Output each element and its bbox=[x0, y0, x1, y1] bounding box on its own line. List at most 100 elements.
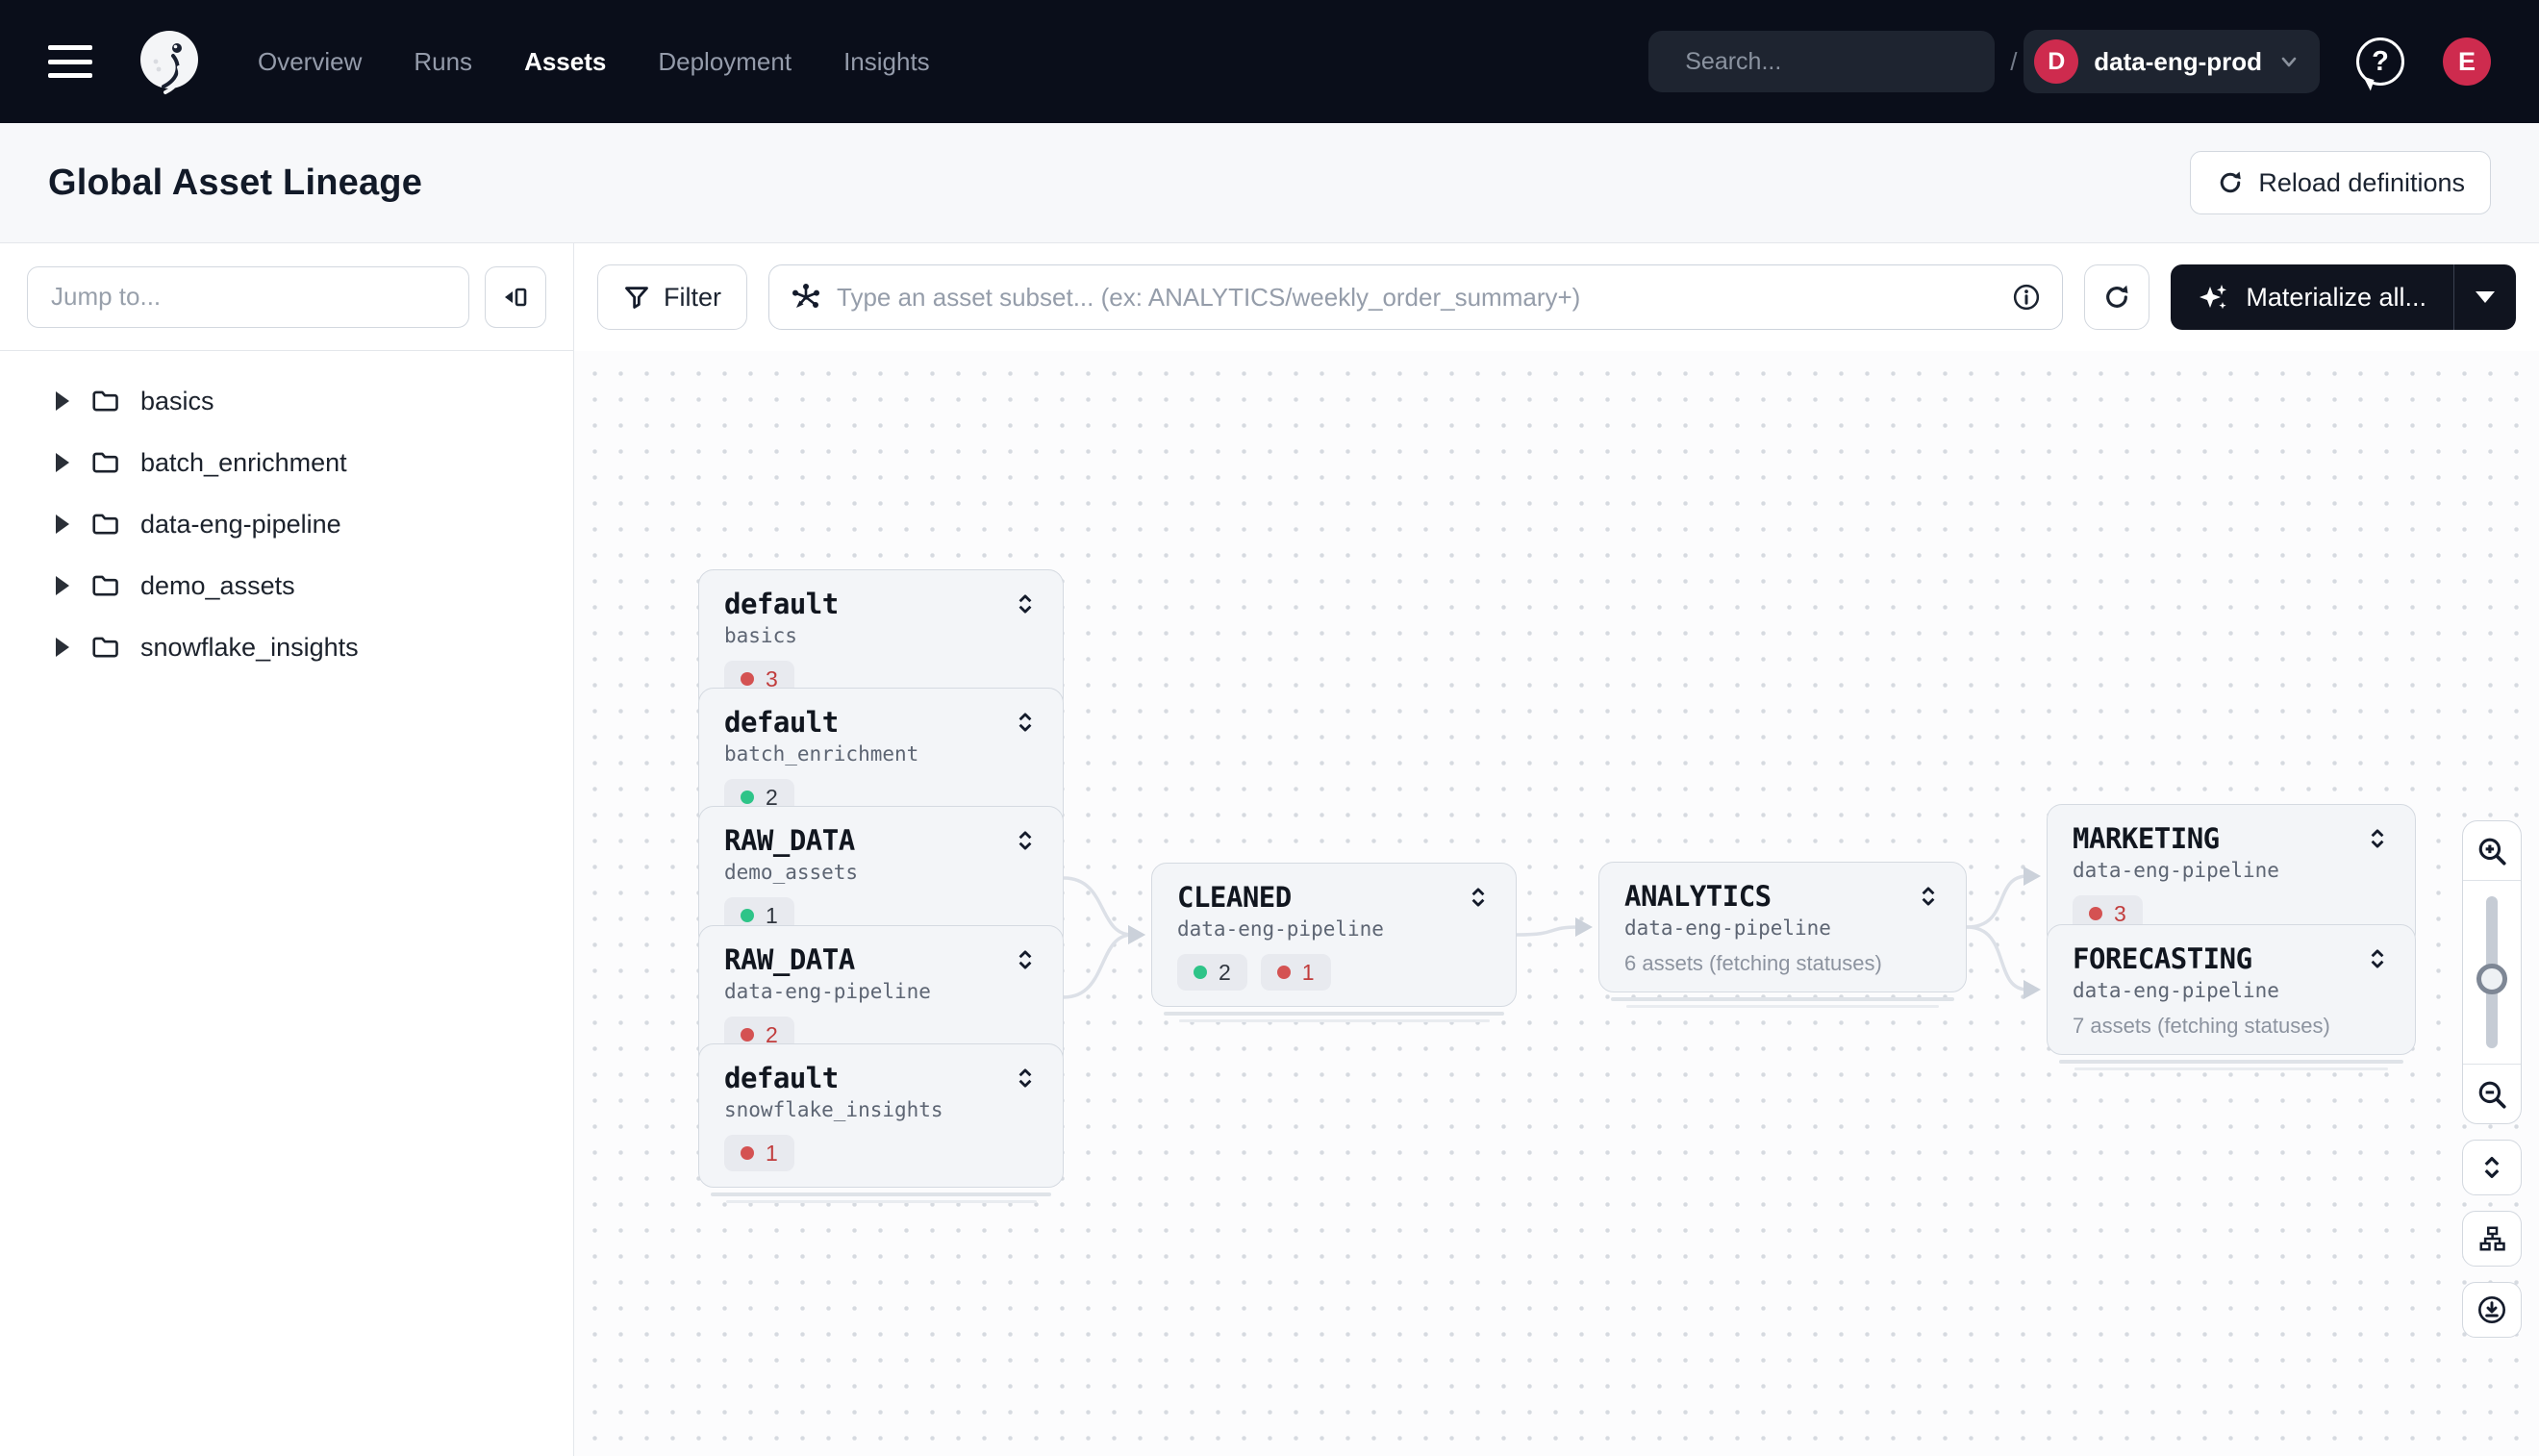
stack-shadow bbox=[1164, 1012, 1504, 1016]
filter-button[interactable]: Filter bbox=[597, 264, 747, 330]
zoom-in-button[interactable] bbox=[2463, 821, 2521, 881]
search-shortcut-hint: / bbox=[2010, 46, 2018, 76]
unfold-icon bbox=[2484, 1157, 2500, 1178]
page-header: Global Asset Lineage Reload definitions bbox=[0, 123, 2539, 243]
filter-label: Filter bbox=[664, 282, 721, 312]
caret-right-icon[interactable] bbox=[56, 391, 69, 411]
group-label: batch_enrichment bbox=[140, 447, 347, 477]
deployment-switcher[interactable]: D data-eng-prod bbox=[2024, 30, 2320, 93]
button-divider bbox=[2453, 264, 2454, 330]
status-count: 2 bbox=[766, 784, 778, 810]
unfold-icon[interactable] bbox=[1916, 884, 1941, 909]
zoom-slider-thumb[interactable] bbox=[2476, 964, 2507, 994]
nav-item-overview[interactable]: Overview bbox=[258, 46, 363, 76]
asset-subset-field bbox=[768, 264, 2064, 330]
unfold-icon[interactable] bbox=[2365, 826, 2390, 851]
user-avatar[interactable]: E bbox=[2443, 38, 2491, 86]
info-icon[interactable] bbox=[2012, 283, 2041, 312]
unfold-icon[interactable] bbox=[1013, 710, 1038, 735]
stack-shadow bbox=[1611, 997, 1954, 1001]
asset-groups-sidebar: basics batch_enrichment data-eng-pipelined… bbox=[0, 243, 574, 1456]
group-node-head: RAW_DATA bbox=[724, 943, 1038, 976]
zoom-slider[interactable] bbox=[2463, 881, 2521, 1064]
group-node-head: default bbox=[724, 706, 1038, 739]
status-badge-row: 1 bbox=[724, 1135, 1038, 1171]
nav-item-assets[interactable]: Assets bbox=[524, 46, 607, 76]
folder-icon bbox=[92, 390, 118, 412]
sidebar-group-snowflake_insights[interactable]: snowflake_insights bbox=[0, 616, 573, 678]
caret-right-icon[interactable] bbox=[56, 453, 69, 472]
status-dot bbox=[1194, 966, 1207, 979]
folder-icon bbox=[92, 452, 118, 473]
group-node-status-text: 6 assets (fetching statuses) bbox=[1624, 951, 1882, 975]
asset-subset-input[interactable] bbox=[837, 282, 1998, 313]
unfold-icon[interactable] bbox=[1013, 591, 1038, 616]
materialize-all-main[interactable]: Materialize all... bbox=[2171, 264, 2453, 330]
group-node-title: default bbox=[724, 588, 839, 620]
filter-funnel-icon bbox=[625, 287, 648, 309]
jump-to-input[interactable] bbox=[27, 265, 469, 328]
sparkle-icon bbox=[2200, 285, 2227, 310]
hierarchy-icon bbox=[2479, 1226, 2505, 1251]
stack-shadow bbox=[1625, 1004, 1940, 1008]
sidebar-group-data-eng-pipeline[interactable]: data-eng-pipeline bbox=[0, 493, 573, 555]
unfold-icon[interactable] bbox=[1013, 947, 1038, 972]
materialize-dropdown-toggle[interactable] bbox=[2454, 264, 2516, 330]
group-node-subtitle: data-eng-pipeline bbox=[2073, 859, 2279, 882]
caret-right-icon[interactable] bbox=[56, 515, 69, 534]
sidebar-group-batch_enrichment[interactable]: batch_enrichment bbox=[0, 432, 573, 493]
group-node-title: RAW_DATA bbox=[724, 943, 855, 976]
caret-right-icon[interactable] bbox=[56, 638, 69, 657]
stack-shadow bbox=[2059, 1060, 2403, 1064]
status-count: 1 bbox=[766, 1140, 778, 1166]
collapse-panel-icon bbox=[505, 288, 527, 306]
sidebar-group-demo_assets[interactable]: demo_assets bbox=[0, 555, 573, 616]
deployment-name: data-eng-prod bbox=[2094, 46, 2262, 76]
search-box[interactable]: / bbox=[1648, 31, 2017, 92]
deployment-badge: D bbox=[2034, 39, 2079, 84]
refresh-icon bbox=[2106, 285, 2128, 308]
help-icon[interactable]: ? bbox=[2356, 38, 2404, 86]
sidebar-group-basics[interactable]: basics bbox=[0, 370, 573, 432]
reload-definitions-label: Reload definitions bbox=[2258, 167, 2465, 197]
group-node-title: MARKETING bbox=[2073, 822, 2220, 855]
group-node-title: ANALYTICS bbox=[1624, 880, 1772, 913]
status-badge-success: 2 bbox=[1177, 954, 1247, 991]
zoom-stack bbox=[2462, 820, 2522, 1124]
layout-hierarchy-button[interactable] bbox=[2462, 1211, 2522, 1267]
reload-definitions-button[interactable]: Reload definitions bbox=[2190, 151, 2491, 214]
collapse-sidebar-button[interactable] bbox=[485, 265, 546, 328]
expand-collapse-all-button[interactable] bbox=[2462, 1140, 2522, 1195]
materialize-all-button[interactable]: Materialize all... bbox=[2171, 264, 2516, 330]
nav-item-runs[interactable]: Runs bbox=[414, 46, 473, 76]
refresh-graph-button[interactable] bbox=[2084, 264, 2150, 330]
hamburger-menu-icon[interactable] bbox=[48, 45, 92, 78]
stack-shadow bbox=[2074, 1067, 2389, 1070]
download-image-button[interactable] bbox=[2462, 1282, 2522, 1338]
unfold-icon[interactable] bbox=[1013, 828, 1038, 853]
status-dot bbox=[741, 1028, 754, 1042]
nav-item-insights[interactable]: Insights bbox=[843, 46, 930, 76]
caret-right-icon[interactable] bbox=[56, 576, 69, 595]
unfold-icon[interactable] bbox=[1013, 1066, 1038, 1091]
stack-shadow bbox=[711, 1192, 1051, 1196]
zoom-in-icon bbox=[2478, 838, 2506, 866]
lineage-main: Filter bbox=[574, 243, 2539, 1456]
group-node-title: CLEANED bbox=[1177, 881, 1292, 914]
status-dot bbox=[741, 791, 754, 804]
group-node-subtitle: basics bbox=[724, 624, 797, 647]
search-input[interactable] bbox=[1685, 47, 1996, 76]
zoom-out-button[interactable] bbox=[2463, 1064, 2521, 1123]
status-badge-error: 1 bbox=[724, 1135, 794, 1171]
nav-item-deployment[interactable]: Deployment bbox=[658, 46, 792, 76]
status-count: 2 bbox=[1219, 959, 1231, 985]
unfold-icon[interactable] bbox=[1466, 885, 1491, 910]
unfold-icon[interactable] bbox=[2365, 946, 2390, 971]
